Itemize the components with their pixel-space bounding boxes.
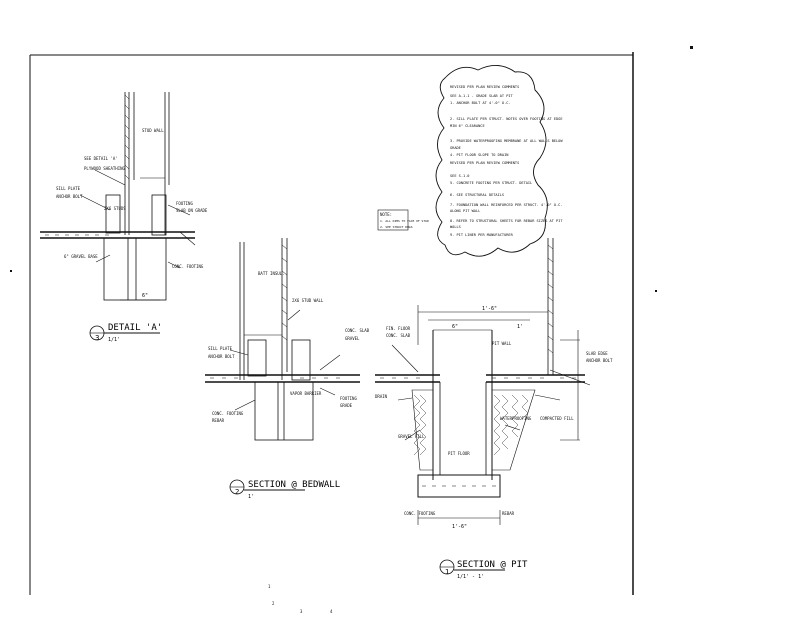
cloud-note-17: 9. PIT LINER PER MANUFACTURER xyxy=(450,233,514,237)
detail-a-callout-4: SILL PLATE xyxy=(56,186,81,191)
detail-a-callout-7: SLAB ON GRADE xyxy=(176,208,208,213)
section-wall-callout-3: SILL PLATE xyxy=(208,346,233,351)
section-pit-callout-7: DRAIN xyxy=(375,394,388,399)
section-pit-title-block: 1 SECTION @ PIT 1/1' - 1' xyxy=(439,559,528,580)
footer-mark-2: 2 xyxy=(272,601,275,606)
detail-a-callout-2: STUD WALL xyxy=(142,128,164,133)
detail-a-callout-10: CONC. FOOTING xyxy=(172,264,204,269)
cloud-note-2: SEE A-1.1 - GRADE SLAB AT PIT xyxy=(450,94,514,98)
detail-a-callout-9: 2X6 STUDS xyxy=(104,206,126,211)
section-pit-drawing xyxy=(375,238,591,525)
footer-mark-3: 3 xyxy=(300,609,303,614)
detail-a-number: 3 xyxy=(95,334,99,342)
section-pit-number: 1 xyxy=(445,568,449,576)
cloud-note-10: SEE S-1.0 xyxy=(450,174,469,178)
detail-a-scale: 1/1' xyxy=(108,337,120,343)
footer-mark-1: 1 xyxy=(268,584,271,589)
section-wall-callout-1: 2X6 STUD WALL xyxy=(292,298,324,303)
detail-a-dimension: 6" xyxy=(142,293,148,299)
detail-a-title-block: 3 DETAIL 'A' 1/1' xyxy=(89,323,162,343)
footer-marks: 1 2 3 4 xyxy=(268,584,333,614)
detail-a-title: DETAIL 'A' xyxy=(108,323,162,333)
section-wall-title-block: 2 SECTION @ BEDWALL 1' xyxy=(229,479,340,500)
pit-dim-right: 1' xyxy=(517,324,523,330)
pit-dim-left: 6" xyxy=(452,324,458,330)
detail-a-callout-8: 6" GRAVEL BASE xyxy=(64,254,98,259)
cloud-note-14: ALONG PIT WALL xyxy=(450,209,480,213)
section-wall-scale: 1' xyxy=(248,494,254,500)
cloud-note-15: 8. REFER TO STRUCTURAL SHEETS FOR REBAR … xyxy=(450,219,563,223)
section-wall-callout-2: BATT INSUL. xyxy=(258,271,285,276)
keynote-line-3: 2. SEE STRUCT DWGS xyxy=(380,225,413,229)
section-wall-title: SECTION @ BEDWALL xyxy=(248,480,340,490)
cloud-note-16: WALLS xyxy=(450,225,461,229)
cloud-note-3: 1. ANCHOR BOLT AT 4'-0" O.C. xyxy=(450,101,511,105)
section-wall-drawing xyxy=(205,238,360,441)
section-pit-title: SECTION @ PIT xyxy=(457,560,528,570)
section-wall-callout-11: REBAR xyxy=(212,418,225,423)
keynote-line-2: 1. ALL DIMS TO FACE OF STUD xyxy=(380,219,429,223)
pit-dim-top: 1'-6" xyxy=(482,306,497,312)
section-pit-callout-3: PIT WALL xyxy=(492,341,512,346)
section-wall-callout-8: GRADE xyxy=(340,403,353,408)
section-wall-callout-5: CONC. SLAB xyxy=(345,328,370,333)
section-pit-callout-2: CONC. SLAB xyxy=(386,333,411,338)
section-wall-callout-10: CONC. FOOTING xyxy=(212,411,244,416)
section-pit-callout-1: FIN. FLOOR xyxy=(386,326,411,331)
section-pit-callout-8: CONC. FOOTING xyxy=(404,511,436,516)
cloud-note-13: 7. FOUNDATION WALL REINFORCED PER STRUCT… xyxy=(450,203,563,207)
section-pit-callout-12: ANCHOR BOLT xyxy=(586,358,613,363)
pit-dim-bottom: 1'-6" xyxy=(452,524,467,530)
cloud-note-7: GRADE xyxy=(450,146,461,150)
footer-mark-4: 4 xyxy=(330,609,333,614)
detail-a-callout-5: ANCHOR BOLT xyxy=(56,194,83,199)
cloud-note-9: REVISED PER PLAN REVIEW COMMENTS xyxy=(450,161,519,165)
cloud-note-1: REVISED PER PLAN REVIEW COMMENTS xyxy=(450,85,519,89)
revision-cloud: REVISED PER PLAN REVIEW COMMENTS SEE A-1… xyxy=(435,65,563,257)
section-wall-callout-6: GRAVEL xyxy=(345,336,360,341)
section-pit-scale: 1/1' - 1' xyxy=(457,574,484,580)
section-pit-callout-10: COMPACTED FILL xyxy=(540,416,574,421)
section-pit-callout-6: WATERPROOFING xyxy=(500,416,532,421)
cloud-note-4: 2. SILL PLATE PER STRUCT. NOTES OVER FOO… xyxy=(450,117,563,121)
section-pit-callout-11: SLAB EDGE xyxy=(586,351,608,356)
scan-speckles xyxy=(10,46,693,292)
detail-a-callout-3: PLYWOOD SHEATHING xyxy=(84,166,126,171)
section-wall-callout-4: ANCHOR BOLT xyxy=(208,354,235,359)
detail-a-drawing xyxy=(40,92,196,301)
section-pit-callout-9: REBAR xyxy=(502,511,515,516)
section-pit-callout-4: GRAVEL FILL xyxy=(398,434,425,439)
keynote-box: NOTE: 1. ALL DIMS TO FACE OF STUD 2. SEE… xyxy=(377,209,429,231)
section-wall-number: 2 xyxy=(235,488,239,496)
cloud-note-5: MIN 6" CLEARANCE xyxy=(450,124,485,128)
cloud-note-11: 5. CONCRETE FOOTING PER STRUCT. DETAIL xyxy=(450,181,532,185)
cloud-note-12: 6. SEE STRUCTURAL DETAILS xyxy=(450,193,504,197)
cloud-note-6: 3. PROVIDE WATERPROOFING MEMBRANE AT ALL… xyxy=(450,139,563,143)
section-pit-callout-5: PIT FLOOR xyxy=(448,451,470,456)
detail-a-callout-6: FOOTING xyxy=(176,201,193,206)
cloud-note-8: 4. PIT FLOOR SLOPE TO DRAIN xyxy=(450,153,508,157)
keynote-line-1: NOTE: xyxy=(380,212,392,217)
section-wall-callout-7: FOOTING xyxy=(340,396,357,401)
detail-a-callout-1: SEE DETAIL 'A' xyxy=(84,156,118,161)
sheet-border xyxy=(29,52,634,595)
section-wall-callout-9: VAPOR BARRIER xyxy=(290,391,322,396)
